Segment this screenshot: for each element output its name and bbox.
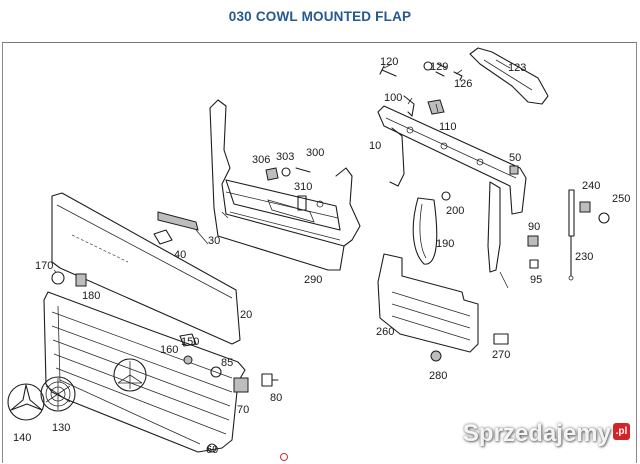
callout-180: 180 [82, 290, 100, 302]
callout-100: 100 [384, 92, 402, 104]
callout-300: 300 [306, 147, 324, 159]
cowl-panel-part[interactable] [209, 99, 361, 271]
callout-80: 80 [270, 392, 282, 404]
callout-200: 200 [446, 205, 464, 217]
diagram-frame [2, 42, 637, 463]
callout-30: 30 [208, 235, 220, 247]
cowl-flap-part[interactable] [51, 192, 241, 345]
callout-123: 123 [508, 62, 526, 74]
star-emblem-part[interactable] [7, 383, 45, 421]
callout-90: 90 [528, 221, 540, 233]
callout-95: 95 [530, 274, 542, 286]
leader-lines [53, 59, 511, 289]
callout-85: 85 [221, 357, 233, 369]
strap-part[interactable] [412, 197, 438, 265]
callout-140: 140 [13, 432, 31, 444]
watermark-text: Sprzedajemy [462, 420, 611, 447]
callout-270: 270 [492, 349, 510, 361]
callout-190: 190 [436, 238, 454, 250]
diagram-title: 030 COWL MOUNTED FLAP [228, 9, 412, 24]
callout-303: 303 [276, 151, 294, 163]
callout-10: 10 [369, 140, 381, 152]
handle-part[interactable] [469, 47, 549, 105]
callout-290: 290 [304, 274, 322, 286]
callout-160: 160 [160, 344, 178, 356]
callout-129: 129 [430, 61, 448, 73]
watermark: Sprzedajemy.pl [463, 420, 630, 448]
callout-306: 306 [252, 154, 270, 166]
callout-150: 150 [181, 336, 199, 348]
radiator-grille-part[interactable] [43, 291, 246, 453]
callout-240: 240 [582, 180, 600, 192]
callout-130: 130 [52, 422, 70, 434]
lower-panel-part[interactable] [377, 253, 479, 353]
callout-110: 110 [439, 121, 457, 133]
callout-250: 250 [612, 193, 630, 205]
callout-labels: 120 129 123 126 100 110 10 50 300 303 30… [13, 56, 630, 456]
callout-40: 40 [174, 249, 186, 261]
callout-70: 70 [237, 404, 249, 416]
callout-60: 60 [206, 444, 218, 456]
callout-120: 120 [380, 56, 398, 68]
emblem-carrier-part[interactable] [40, 376, 76, 412]
gas-strut-part[interactable] [568, 189, 575, 281]
watermark-badge: .pl [613, 423, 630, 440]
callout-280: 280 [429, 370, 447, 382]
cross-member-part[interactable] [377, 105, 527, 273]
callout-50: 50 [509, 152, 521, 164]
callout-230: 230 [575, 251, 593, 263]
position-marker-icon [280, 453, 288, 461]
callout-260: 260 [376, 326, 394, 338]
callout-310: 310 [294, 181, 312, 193]
callout-170: 170 [35, 260, 53, 272]
callout-126: 126 [454, 78, 472, 90]
callout-20: 20 [240, 309, 252, 321]
hardware-parts[interactable] [51, 61, 610, 453]
